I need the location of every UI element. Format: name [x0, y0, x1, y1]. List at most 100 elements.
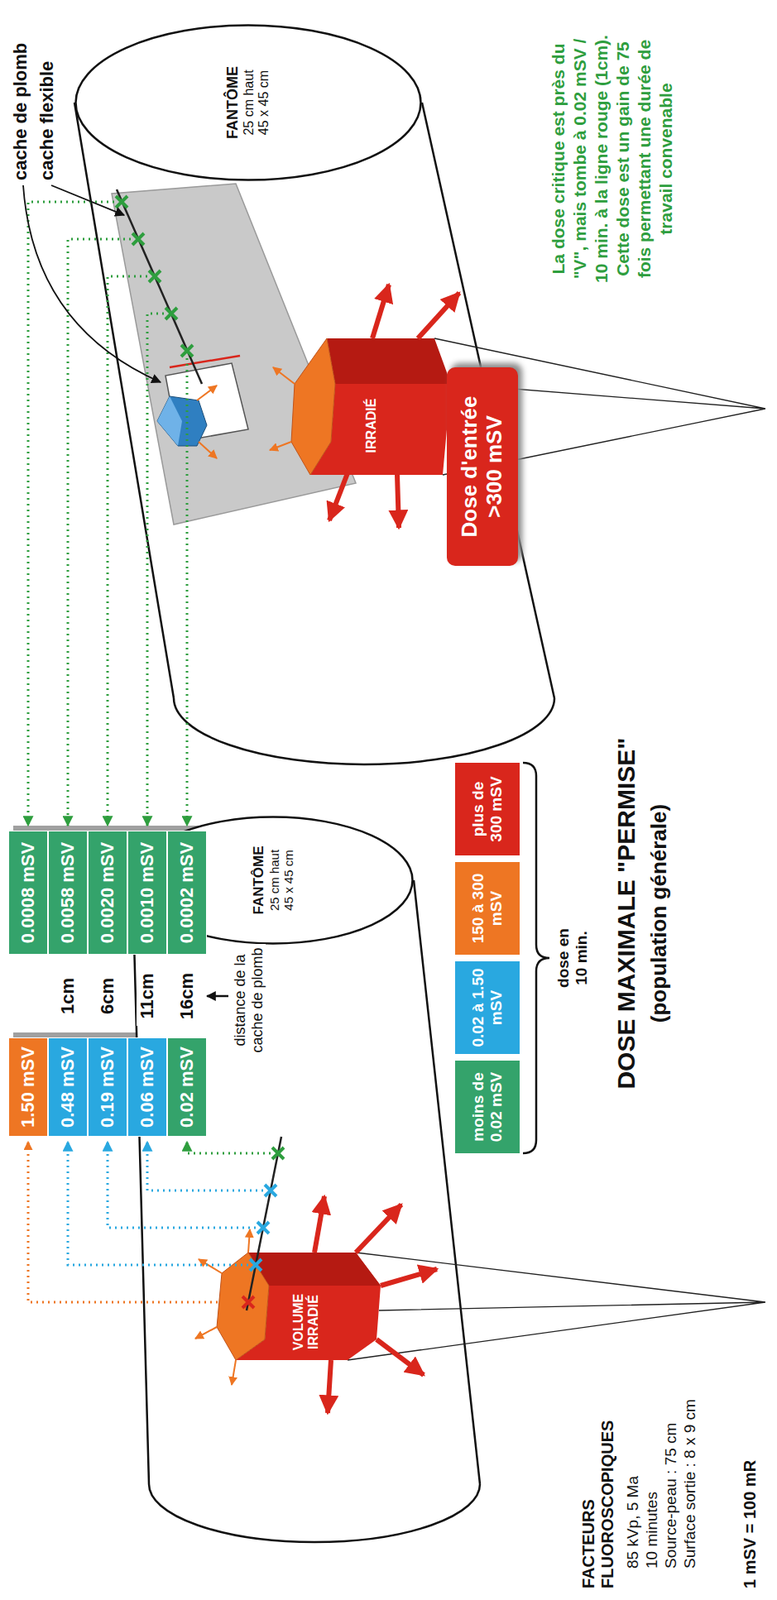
- dotted-leader: [67, 1141, 249, 1266]
- figure-title: DOSE MAXIMALE "PERMISE": [612, 690, 641, 1137]
- distance-label: 6cm: [96, 966, 118, 1027]
- factors-heading: FACTEURS FLUOROSCOPIQUES: [579, 1406, 618, 1589]
- node-text: 1.50 mSV: [17, 1046, 39, 1128]
- irradiated-volume-side: [248, 1252, 381, 1286]
- irradiated-volume-side: [326, 338, 451, 384]
- measure-cross: [148, 270, 161, 283]
- dose-cell: 0.19 mSV: [87, 1037, 128, 1137]
- phantom-outline: [74, 102, 555, 765]
- phantom-body: [74, 102, 555, 765]
- dotted-leader: [28, 1141, 241, 1303]
- part-name: cache flexible: [36, 61, 58, 181]
- axis-note: distance de la cache de plomb: [231, 944, 266, 1057]
- legend-swatch: 150 à 300 mSV: [455, 862, 520, 955]
- node-text: 0.02 mSV: [176, 1046, 197, 1128]
- scatter-arrow: [380, 1269, 437, 1286]
- node-text: 0.19 mSV: [96, 1046, 118, 1128]
- dose-cell: 0.0010 mSV: [127, 830, 168, 955]
- scatter-arrow: [314, 1196, 325, 1253]
- measure-cross: [181, 345, 193, 357]
- entry-dose-box: Dose d'entrée>300 mSV: [446, 367, 518, 566]
- node-text: FANTÔME: [250, 845, 268, 915]
- node-text: 0.0002 mSV: [176, 842, 197, 944]
- scatter-arrow: [273, 367, 295, 384]
- scatter-arrow: [355, 1204, 402, 1253]
- legend-caption: dose en 10 min.: [554, 920, 591, 996]
- dotted-leader: [67, 239, 131, 826]
- measure-cross: [264, 1184, 277, 1197]
- unit-note: 1 mSV = 100 mR: [740, 1460, 760, 1589]
- dotted-leader: [107, 276, 148, 826]
- dotted-leader: [186, 358, 189, 826]
- measure-cross: [242, 1296, 255, 1309]
- measure-cross: [165, 307, 178, 320]
- measure-cross: [272, 1147, 284, 1160]
- scatter-arrow: [198, 441, 217, 459]
- node-text: 0.0008 mSV: [17, 842, 39, 944]
- subtitle: (population générale): [647, 690, 672, 1137]
- legend-text: 0.02 à 1.50 mSV: [469, 966, 506, 1050]
- dotted-leader: [147, 313, 164, 826]
- node-text: >300 mSV: [482, 415, 508, 518]
- scatter-arrow: [195, 1327, 217, 1339]
- factor-line: 85 kVp, 5 Ma: [623, 1476, 643, 1569]
- phantom-outline: [132, 880, 480, 1543]
- legend-swatch: moins de 0.02 mSV: [455, 1060, 520, 1154]
- beam-line: [347, 1252, 766, 1361]
- dotted-leader: [187, 1141, 271, 1154]
- irradiated-volume-top: [216, 1252, 269, 1361]
- part-name: cache de plomb: [9, 43, 31, 181]
- volume-label: IRRADIÉ: [364, 386, 379, 466]
- node-text: 0.48 mSV: [57, 1046, 78, 1128]
- dose-cell: 0.0002 mSV: [167, 830, 207, 955]
- phantom-body: [132, 880, 480, 1543]
- node-text: 25 cm haut: [267, 849, 282, 912]
- node-text: 45 x 45 cm: [256, 70, 272, 135]
- factor-line: Surface sortie : 8 x 9 cm: [681, 1399, 700, 1569]
- volume-label: VOLUME IRRADIÉ: [291, 1285, 322, 1359]
- irradiated-volume-top: [291, 338, 336, 475]
- hand-shape-top: [157, 396, 183, 447]
- measure-cross: [249, 1259, 262, 1272]
- node-text: 0.0020 mSV: [96, 842, 118, 944]
- node-text: Dose d'entrée: [457, 396, 483, 538]
- dose-cell: 0.0020 mSV: [87, 830, 128, 955]
- phantom-cap-outline: [76, 25, 422, 181]
- node-text: 25 cm haut: [241, 69, 257, 135]
- node-text: FANTÔME: [224, 66, 242, 140]
- legend-swatch: 0.02 à 1.50 mSV: [455, 961, 520, 1055]
- hand-shape: [157, 396, 207, 447]
- node-text: 0.06 mSV: [136, 1046, 158, 1128]
- scatter-arrow: [196, 385, 217, 401]
- scatter-arrow: [231, 1360, 236, 1386]
- distance-label: 16cm: [176, 966, 197, 1027]
- scatter-arrow: [269, 441, 292, 451]
- measure-cross: [132, 233, 144, 245]
- leader-line: [51, 185, 125, 216]
- dose-cell: 1.50 mSV: [8, 1037, 48, 1137]
- factor-line: Source-peau : 75 cm: [661, 1423, 681, 1569]
- dose-cell: 0.02 mSV: [167, 1037, 207, 1137]
- node-text: 0.0010 mSV: [136, 842, 158, 944]
- legend-swatch: plus de 300 mSV: [455, 762, 520, 856]
- green-note: La dose critique est près du "V", mais t…: [547, 34, 677, 283]
- leader-line: [23, 185, 161, 383]
- distance-label: 1cm: [57, 966, 78, 1027]
- dose-cell: 0.06 mSV: [127, 1037, 168, 1137]
- scatter-arrow: [327, 1360, 331, 1414]
- legend-brace: [522, 762, 550, 1154]
- legend-text: moins de 0.02 mSV: [469, 1065, 506, 1149]
- dose-cell: 0.48 mSV: [47, 1037, 88, 1137]
- legend-text: plus de 300 mSV: [469, 767, 506, 851]
- node-text: 45 x 45 cm: [281, 849, 296, 911]
- red-line: [169, 355, 240, 368]
- dotted-leader: [107, 1141, 256, 1228]
- measure-line: [116, 189, 202, 384]
- scatter-arrow: [417, 292, 460, 339]
- phantom-cap: FANTÔME25 cm haut45 x 45 cm: [74, 23, 423, 182]
- scatter-arrow: [372, 284, 389, 339]
- dotted-leader: [147, 1141, 264, 1191]
